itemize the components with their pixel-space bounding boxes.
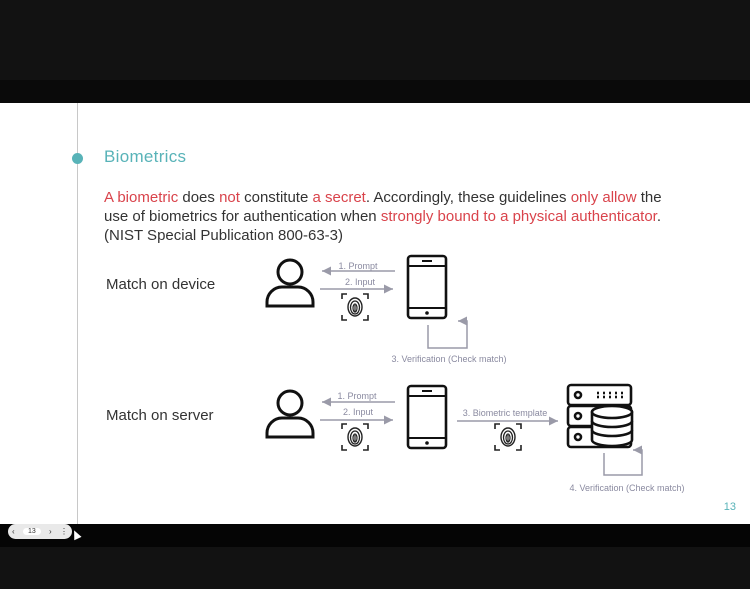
highlighted-text: strongly bound to a physical authenticat… [380, 208, 657, 225]
fingerprint-icon [341, 293, 369, 321]
more-vertical-icon[interactable]: ⋮ [59, 527, 68, 536]
chevron-left-icon[interactable]: ‹ [12, 527, 15, 536]
slide-navigation-pill: ‹ 13 › ⋮ [8, 524, 72, 539]
highlighted-text: not [219, 189, 240, 206]
fingerprint-icon [494, 423, 522, 451]
fingerprint-icon [341, 423, 369, 451]
user-icon [265, 258, 315, 308]
row-label-match-on-server: Match on server [106, 407, 214, 424]
highlighted-text: a secret [312, 189, 366, 206]
presentation-slide: Biometrics A biometric does not constitu… [0, 103, 750, 524]
slide-vertical-rule [77, 103, 78, 524]
bottom-black-area [0, 547, 750, 589]
paragraph-text: the use of biometrics for authentication… [104, 189, 662, 225]
phone-icon [406, 254, 448, 320]
slide-paragraph: A biometric does not constitute a secret… [104, 188, 664, 245]
row1-verification-label: 3. Verification (Check match) [391, 354, 506, 364]
biometric-diagram: 1. Prompt 2. Input 3. Verification (Chec… [265, 254, 685, 493]
row2-prompt-label: 1. Prompt [337, 391, 377, 401]
row1-prompt-label: 1. Prompt [338, 261, 378, 271]
highlighted-text: only allow [570, 189, 637, 206]
top-black-area [0, 0, 750, 80]
viewer-bottom-bar [0, 524, 750, 547]
highlighted-text: A biometric [104, 189, 179, 206]
chevron-right-icon[interactable]: › [49, 527, 52, 536]
page-indicator[interactable]: 13 [22, 528, 41, 535]
viewer-toolbar-strip [0, 80, 750, 103]
slide-title: Biometrics [104, 147, 187, 166]
paragraph-text: does [178, 189, 220, 206]
row-label-match-on-device: Match on device [106, 276, 216, 293]
paragraph-text: . (NIST Special Publication 800-63-3) [104, 208, 662, 244]
row1-input-label: 2. Input [345, 277, 376, 287]
paragraph-text: . Accordingly, these guidelines [365, 189, 571, 206]
row2-input-label: 2. Input [343, 407, 374, 417]
paragraph-text: constitute [239, 189, 313, 206]
row2-verification-label: 4. Verification (Check match) [569, 483, 684, 493]
row2-template-label: 3. Biometric template [463, 408, 548, 418]
title-bullet-dot [72, 153, 83, 164]
slide-page-number: 13 [723, 501, 736, 513]
phone-icon [406, 384, 448, 450]
server-database-icon [566, 383, 634, 449]
user-icon [265, 389, 315, 439]
